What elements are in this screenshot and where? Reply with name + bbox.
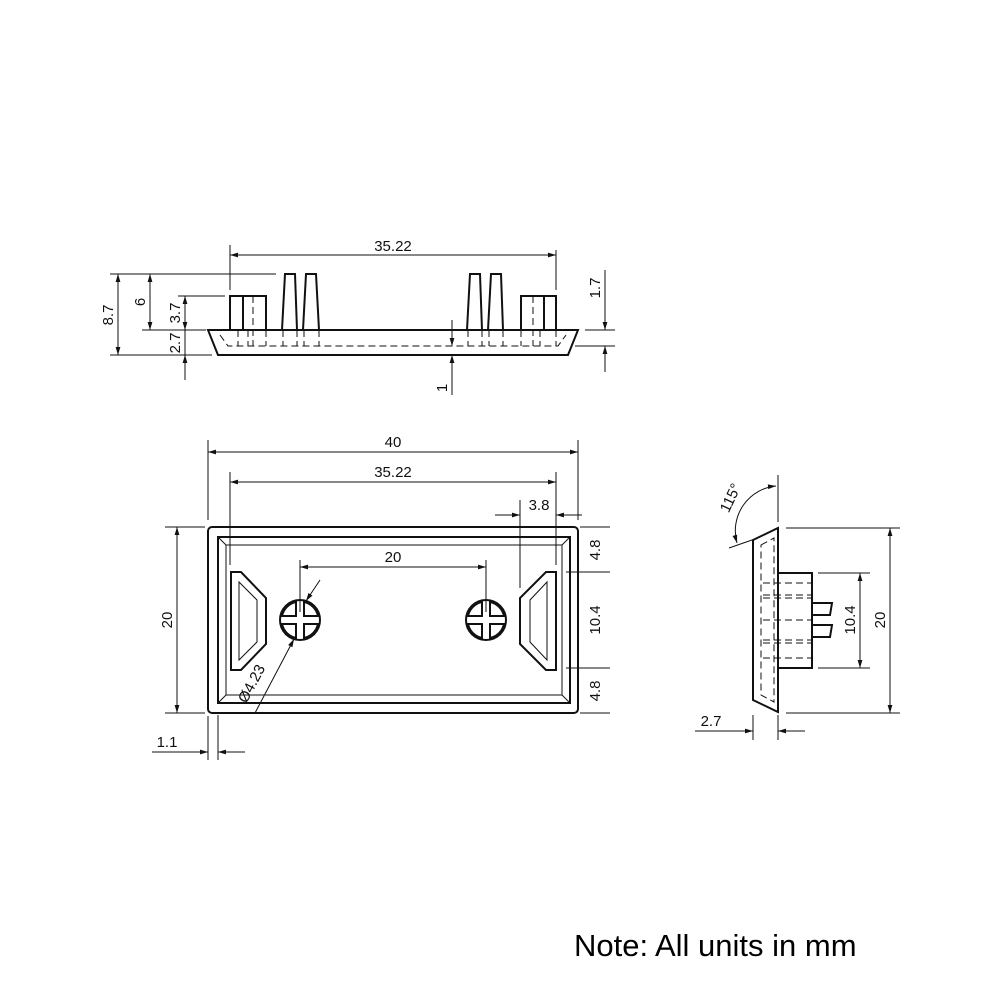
dim-boss-height: 3.7 xyxy=(167,303,184,324)
dim-inner-width: 35.22 xyxy=(374,464,412,481)
dim-pin-height: 6 xyxy=(132,298,149,306)
units-note: Note: All units in mm xyxy=(574,928,857,963)
dim-end-height: 20 xyxy=(872,612,889,629)
dim-outer-width: 40 xyxy=(385,434,402,451)
front-view: 40 35.22 20 3.8 20 4.8 10.4 4.8 Ø4.23 1.… xyxy=(152,434,610,760)
dim-base-offset: 1 xyxy=(434,384,451,392)
dim-pin-top: 1.7 xyxy=(587,278,604,299)
end-view: 115° 10.4 20 2.7 xyxy=(695,475,900,740)
dim-bottom-margin: 4.8 xyxy=(587,681,604,702)
dim-hole-diameter: Ø4.23 xyxy=(235,662,269,706)
dim-thickness: 2.7 xyxy=(701,713,722,730)
dim-side-width: 35.22 xyxy=(374,238,412,255)
dim-slot-offset: 3.8 xyxy=(529,497,550,514)
dim-base-height: 2.7 xyxy=(167,333,184,354)
dim-mid-span: 10.4 xyxy=(587,605,604,634)
dim-boss-span: 10.4 xyxy=(842,605,859,634)
dim-height: 20 xyxy=(159,612,176,629)
dim-total-height: 8.7 xyxy=(100,305,117,326)
dim-top-margin: 4.8 xyxy=(587,540,604,561)
dim-rim: 1.1 xyxy=(157,734,178,751)
dim-boss-spacing: 20 xyxy=(385,549,402,566)
side-view: 35.22 8.7 6 3.7 2.7 1 1.7 xyxy=(100,238,615,395)
